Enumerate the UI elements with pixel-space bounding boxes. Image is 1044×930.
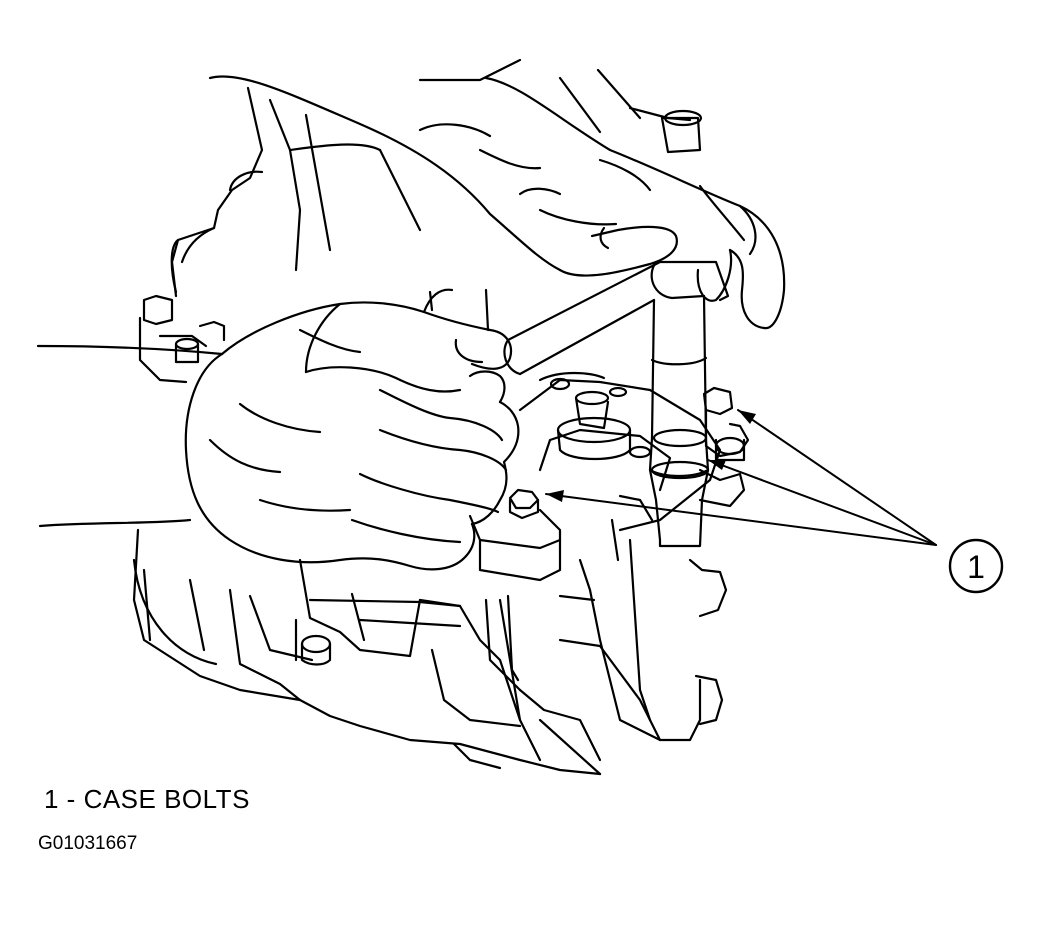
legend-case-bolts: 1 - CASE BOLTS [44, 784, 250, 814]
ratchet-wrench [503, 260, 730, 548]
right-hand [208, 75, 786, 330]
transfer-case-housing [132, 58, 728, 776]
figure-id: G01031667 [38, 833, 138, 854]
callout-leaders [545, 409, 937, 546]
callout-number: 1 [967, 549, 985, 585]
callout-marker: 1 [948, 538, 1004, 594]
callout-arrowheads [546, 410, 756, 502]
case-cover [468, 371, 750, 582]
left-hand [36, 288, 520, 571]
